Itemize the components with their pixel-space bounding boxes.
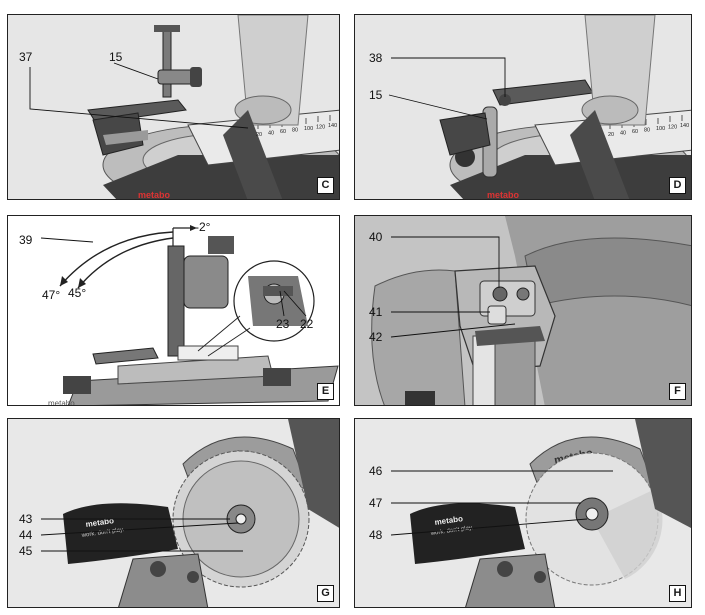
scale-tick-label: 140 [328, 123, 337, 129]
callout-43: 43 [19, 512, 33, 526]
panel-letter-h: H [669, 585, 686, 602]
scale-tick-label: 40 [268, 131, 274, 137]
scale-tick-label: 80 [644, 128, 650, 134]
panel-letter-d: D [669, 177, 686, 194]
figure-panel-f: 40 41 42 F [354, 215, 692, 406]
callout-15: 15 [109, 50, 123, 64]
blade-guard-illustration: metabo work. don't play. metabo [355, 419, 691, 607]
scale-tick-label: 20 [256, 132, 262, 138]
brand-logo-d: metabo [487, 190, 520, 200]
scale-tick-label: 60 [280, 129, 286, 135]
panel-letter-g: G [317, 585, 334, 602]
scale-tick-label: 100 [304, 126, 313, 132]
panel-letter-e: E [317, 383, 334, 400]
callout-minus-2-degrees: -2° [195, 220, 211, 234]
callout-48: 48 [369, 528, 383, 542]
callout-23: 23 [276, 317, 290, 331]
figure-panel-h: metabo work. don't play. metabo 46 47 48… [354, 418, 692, 608]
callout-37: 37 [19, 50, 33, 64]
callout-15-d: 15 [369, 88, 383, 102]
callout-47: 47 [369, 496, 383, 510]
scale-tick-label: 100 [656, 126, 665, 132]
miter-saw-bevel-illustration: metabo [8, 216, 339, 406]
callout-47-degrees: 47° [42, 288, 61, 302]
brand-logo-c: metabo [138, 190, 171, 200]
scale-tick-label: 120 [668, 125, 677, 131]
blade-change-illustration: metabo work. don't play. metabo [8, 419, 339, 607]
scale-tick-label: 60 [632, 129, 638, 135]
brand-logo-e: metabo [48, 399, 75, 406]
figure-panel-e: metabo 39 -2° 47° 45° 23 22 E [7, 215, 340, 406]
scale-tick-label: 80 [292, 128, 298, 134]
callout-44: 44 [19, 528, 33, 542]
callout-46: 46 [369, 464, 383, 478]
scale-tick-label: 140 [680, 123, 689, 129]
callout-42: 42 [369, 330, 383, 344]
scale-tick-label: 40 [620, 131, 626, 137]
callout-45: 45 [19, 544, 33, 558]
scale-tick-label: 20 [608, 132, 614, 138]
panel-letter-c: C [317, 177, 334, 194]
callout-40: 40 [369, 230, 383, 244]
figure-panel-g: metabo work. don't play. metabo 43 44 45… [7, 418, 340, 608]
saw-head-detail-illustration [355, 216, 691, 405]
scale-tick-label: 120 [316, 125, 325, 131]
callout-38: 38 [369, 51, 383, 65]
callout-45-degrees: 45° [68, 286, 87, 300]
panel-letter-f: F [669, 383, 686, 400]
callout-22: 22 [300, 317, 314, 331]
callout-41: 41 [369, 305, 383, 319]
callout-39: 39 [19, 233, 33, 247]
